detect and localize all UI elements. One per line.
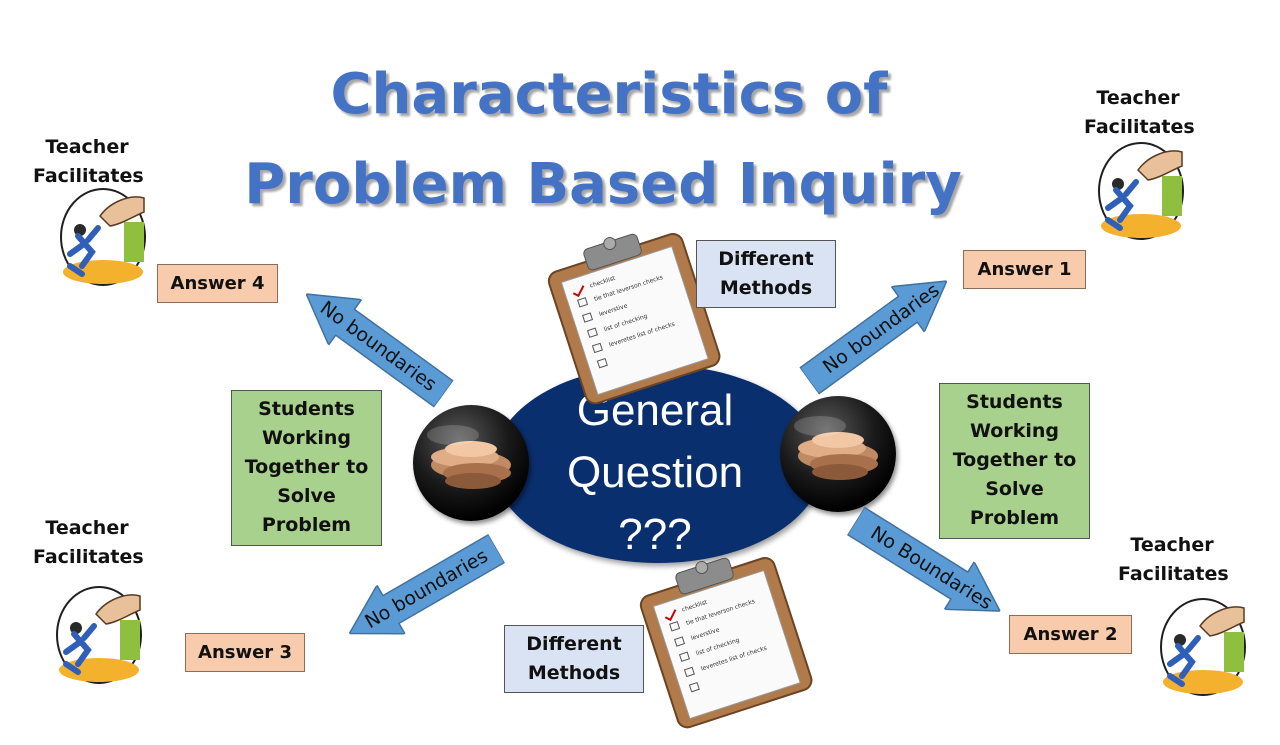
general-question-text: General Question ??? (510, 380, 800, 566)
students-line-5: Problem (969, 507, 1060, 529)
teacher-line-1: Teacher (45, 517, 129, 539)
helping-hand-icon (1098, 142, 1184, 240)
no-boundaries-arrow-lower-left: No boundaries (335, 524, 510, 657)
methods-line-2: Methods (719, 277, 813, 299)
teacher-line-2: Facilitates (1084, 116, 1195, 138)
students-line-3: Together to (244, 456, 369, 478)
students-working-box-left: Students Working Together to Solve Probl… (231, 390, 382, 546)
students-line-4: Solve (985, 478, 1044, 500)
teacher-line-2: Facilitates (33, 165, 144, 187)
title-line-1: Characteristics of (330, 62, 888, 127)
clipboard-checklist-image-top: checklist tie that leverson checks lever… (522, 208, 743, 416)
clipboard-checklist-image-bottom: checklist tie that leverson checks lever… (614, 532, 835, 740)
teacher-line-1: Teacher (1130, 534, 1214, 556)
hands-together-image-left (413, 405, 529, 521)
methods-line-1: Different (526, 633, 622, 655)
title-line-2: Problem Based Inquiry (244, 152, 962, 217)
students-line-3: Together to (952, 449, 1077, 471)
general-question-ellipse (493, 365, 823, 563)
teacher-line-1: Teacher (1096, 87, 1180, 109)
teacher-line-1: Teacher (45, 136, 129, 158)
helping-hand-icon (60, 188, 146, 286)
teacher-facilitates-label-top-right: Teacher Facilitates (1084, 84, 1195, 142)
answer-4-box: Answer 4 (157, 264, 278, 303)
no-boundaries-arrow-lower-right: No Boundaries (841, 497, 1015, 635)
teacher-facilitates-label-top-left: Teacher Facilitates (33, 133, 144, 191)
students-line-2: Working (970, 420, 1059, 442)
no-boundaries-arrow-upper-right: No boundaries (793, 258, 963, 403)
question-line-1: General (576, 386, 734, 435)
hands-together-image-right (780, 396, 896, 512)
answer-2-box: Answer 2 (1009, 615, 1132, 654)
teacher-facilitates-label-bottom-left: Teacher Facilitates (33, 514, 144, 572)
methods-line-1: Different (718, 248, 814, 270)
teacher-line-2: Facilitates (1118, 563, 1229, 585)
helping-hand-icon (56, 586, 142, 684)
helping-hand-icon (1160, 598, 1246, 696)
students-line-4: Solve (277, 485, 336, 507)
students-line-5: Problem (261, 514, 352, 536)
teacher-line-2: Facilitates (33, 546, 144, 568)
students-line-1: Students (966, 391, 1063, 413)
students-line-2: Working (262, 427, 351, 449)
answer-1-box: Answer 1 (963, 250, 1086, 289)
different-methods-box-top: Different Methods (696, 240, 836, 308)
different-methods-box-bottom: Different Methods (504, 625, 644, 693)
answer-3-box: Answer 3 (185, 633, 305, 672)
no-boundaries-arrow-upper-left: No boundaries (290, 271, 460, 416)
question-line-2: Question (566, 448, 744, 497)
students-line-1: Students (258, 398, 355, 420)
question-line-3: ??? (618, 510, 692, 559)
methods-line-2: Methods (527, 662, 621, 684)
teacher-facilitates-label-bottom-right: Teacher Facilitates (1118, 531, 1229, 589)
students-working-box-right: Students Working Together to Solve Probl… (939, 383, 1090, 539)
